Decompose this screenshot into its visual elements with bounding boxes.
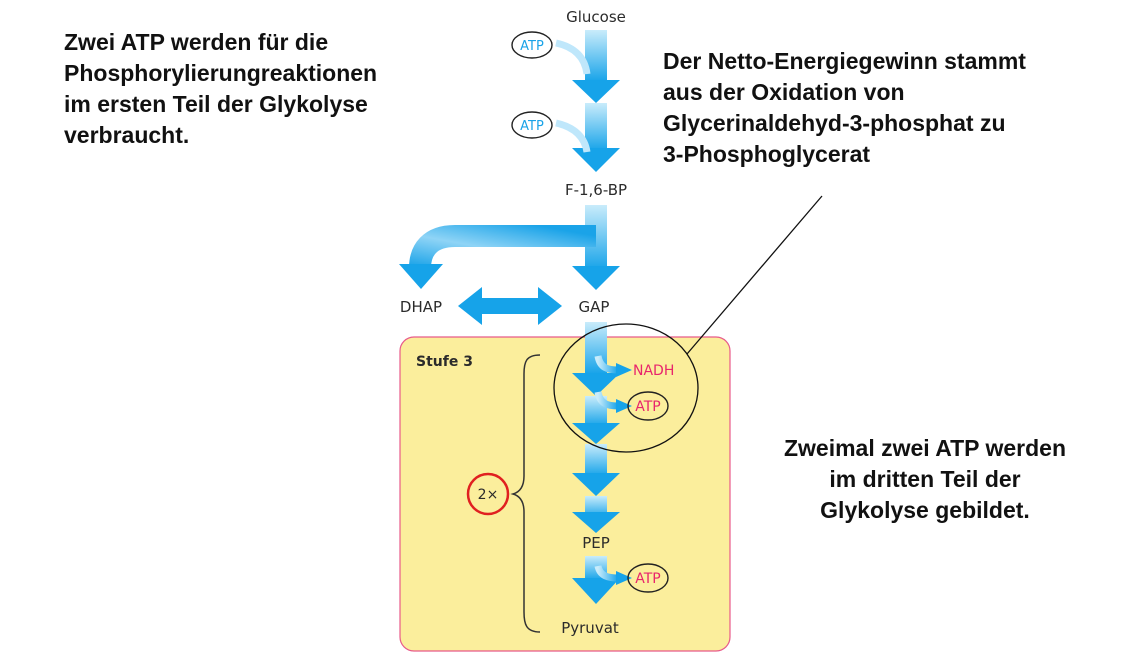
atp-output-1-circle	[627, 391, 669, 421]
repeat-brace	[510, 354, 541, 633]
atp-input-2-circle	[511, 111, 553, 139]
stage-label: Stufe 3	[416, 354, 473, 370]
note-line: Zweimal zwei ATP werden	[783, 435, 1067, 461]
atp-input-2-label: ATP	[520, 119, 544, 134]
consumption-note: Zwei ATP werden für die Phosphorylierung…	[64, 27, 464, 151]
note-line: im dritten Teil der	[829, 466, 1021, 492]
note-line: Der Netto-Energiegewinn stammt	[663, 48, 1026, 74]
note-line: Zwei ATP werden für die	[64, 29, 329, 55]
atp-formation-note: Zweimal zwei ATP werden im dritten Teil …	[740, 433, 1110, 526]
stage-3-box	[399, 336, 731, 652]
note-line: aus der Oxidation von	[663, 79, 905, 105]
note-line: Glycerinaldehyd-3-phosphat zu	[663, 110, 1006, 136]
energy-gain-note: Der Netto-Energiegewinn stammt aus der O…	[663, 46, 1123, 170]
atp-output-1-label: ATP	[635, 399, 660, 415]
dhap-label: DHAP	[400, 298, 442, 316]
note-line: 3-Phosphoglycerat	[663, 141, 871, 167]
dhap-gap-double-arrow	[458, 287, 562, 325]
note-line: Glykolyse gebildet.	[820, 497, 1030, 523]
atp-output-2-label: ATP	[635, 571, 660, 587]
f16bp-label: F-1,6-BP	[565, 181, 627, 199]
multiplier-circle	[466, 472, 510, 516]
atp-input-1-circle	[511, 31, 553, 59]
multiplier-label: 2×	[478, 487, 499, 503]
note-line: verbraucht.	[64, 122, 190, 148]
gap-label: GAP	[579, 298, 610, 316]
oxidation-highlight-circle	[553, 323, 699, 453]
atp-output-2-circle	[627, 563, 669, 593]
annotation-pointer-line	[686, 195, 823, 355]
pyruvat-label: Pyruvat	[561, 619, 619, 637]
note-line: Phosphorylierungreaktionen	[64, 60, 378, 86]
pep-label: PEP	[582, 534, 610, 552]
output-side-arrows	[594, 355, 632, 585]
note-line: im ersten Teil der Glykolyse	[64, 91, 368, 117]
split-arrows	[399, 205, 620, 290]
atp-input-1-label: ATP	[520, 39, 544, 54]
nadh-label: NADH	[633, 363, 674, 379]
upper-pathway-arrows	[555, 30, 620, 172]
glucose-label: Glucose	[566, 8, 626, 26]
